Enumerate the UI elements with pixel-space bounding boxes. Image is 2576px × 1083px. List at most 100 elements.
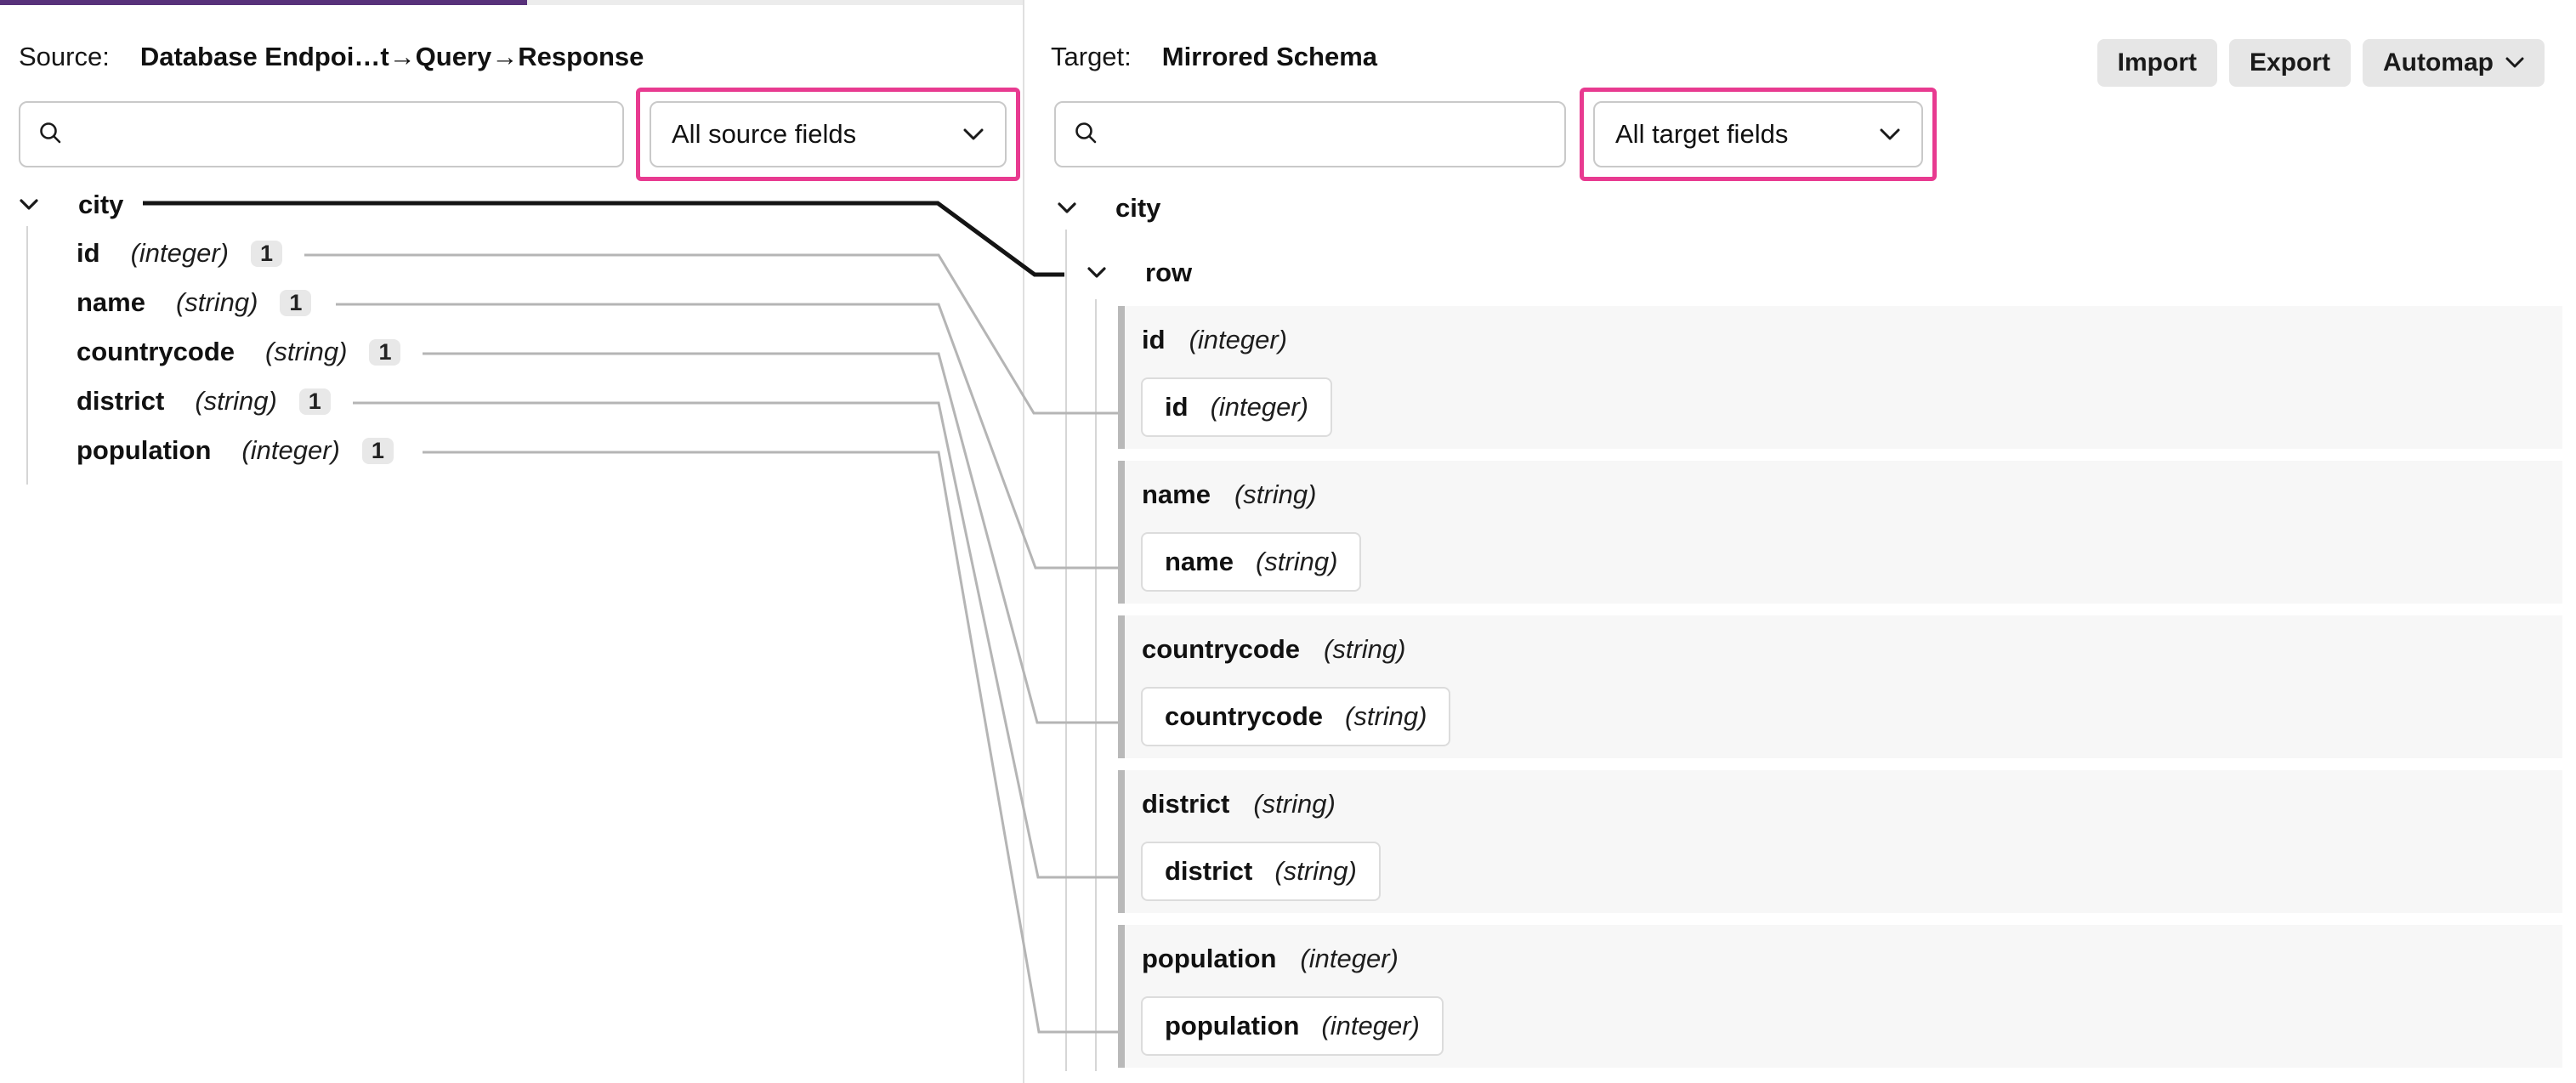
target-schema-title: Mirrored Schema	[1161, 42, 1378, 71]
target-field-header: district (string)	[1142, 787, 1336, 821]
import-button[interactable]: Import	[2097, 39, 2217, 87]
source-field-type: (string)	[175, 287, 258, 317]
target-search-input[interactable]	[1112, 109, 1564, 160]
source-field-row-id[interactable]: id (integer) 1	[77, 235, 282, 271]
source-field-name: district	[77, 386, 165, 416]
import-button-label: Import	[2117, 48, 2197, 77]
chevron-down-icon	[962, 128, 984, 141]
mapping-count-badge: 1	[369, 338, 401, 366]
mapped-field-name: population	[1165, 1011, 1300, 1040]
source-filter-highlight: All source fields	[636, 88, 1020, 181]
target-field-group-id[interactable]: id (integer) id (integer)	[1118, 306, 2562, 449]
mapped-field-name: name	[1165, 547, 1234, 576]
source-field-row-district[interactable]: district (string) 1	[77, 383, 331, 419]
target-field-type: (string)	[1253, 789, 1336, 819]
mapped-source-chip-countrycode[interactable]: countrycode (string)	[1141, 687, 1451, 746]
mapped-field-name: countrycode	[1165, 701, 1324, 731]
source-search-input[interactable]	[77, 109, 622, 160]
chevron-down-icon	[1879, 128, 1901, 141]
source-field-name: population	[77, 435, 212, 465]
accent-progress-track	[527, 0, 1023, 5]
target-field-group-district[interactable]: district (string) district (string)	[1118, 770, 2562, 913]
target-field-header: name(string)	[1142, 478, 1316, 512]
target-root-node[interactable]: city	[1057, 190, 1160, 226]
target-field-group-population[interactable]: population (integer) population (integer)	[1118, 925, 2562, 1068]
automap-button-label: Automap	[2383, 48, 2494, 77]
target-field-name: countrycode	[1142, 634, 1301, 664]
source-label: Source:	[19, 42, 110, 71]
mapping-line-district-district	[353, 401, 1123, 879]
mapping-line-id-id	[304, 253, 1123, 415]
target-field-name: id	[1142, 325, 1166, 354]
target-field-name: district	[1142, 789, 1230, 819]
source-field-type: (integer)	[241, 435, 340, 465]
source-filter-value: All source fields	[672, 119, 857, 149]
target-field-name: population	[1142, 944, 1277, 973]
mapped-field-name: district	[1165, 856, 1253, 886]
target-field-header: countrycode (string)	[1142, 632, 1405, 666]
target-array-node[interactable]: row	[1087, 255, 1192, 291]
target-label: Target:	[1051, 42, 1132, 71]
source-search-box	[19, 101, 624, 167]
export-button-label: Export	[2249, 48, 2330, 77]
source-filter-dropdown[interactable]: All source fields	[650, 101, 1007, 167]
mapped-field-name: id	[1165, 392, 1189, 422]
target-filter-dropdown[interactable]: All target fields	[1593, 101, 1923, 167]
target-root-label: city	[1115, 193, 1161, 223]
toolbar: Import Export Automap	[2097, 39, 2545, 87]
source-field-row-population[interactable]: population (integer) 1	[77, 433, 394, 468]
source-field-type: (integer)	[130, 238, 229, 268]
source-root-label: city	[78, 190, 124, 219]
mapping-count-badge: 1	[361, 437, 394, 464]
mapping-count-badge: 1	[251, 240, 282, 267]
target-field-group-countrycode[interactable]: countrycode (string) countrycode (string)	[1118, 615, 2562, 758]
target-field-type: (string)	[1324, 634, 1406, 664]
target-field-type: (integer)	[1300, 944, 1399, 973]
chevron-down-icon	[2505, 57, 2524, 69]
chevron-down-icon[interactable]	[19, 198, 39, 212]
target-city-guide-line	[1065, 230, 1067, 1071]
source-schema-title: Database Endpoi…t→Query→Response	[139, 42, 644, 71]
mapping-count-badge: 1	[280, 289, 312, 316]
export-button[interactable]: Export	[2228, 39, 2351, 87]
chevron-down-icon[interactable]	[1057, 201, 1077, 215]
mapped-field-type: (string)	[1345, 701, 1427, 731]
source-field-row-name[interactable]: name (string) 1	[77, 285, 312, 320]
source-field-name: countrycode	[77, 337, 235, 366]
source-field-name: id	[77, 238, 100, 268]
automap-button[interactable]: Automap	[2363, 39, 2545, 87]
source-field-type: (string)	[195, 386, 277, 416]
chevron-down-icon[interactable]	[1087, 266, 1107, 280]
target-row-guide-line	[1095, 299, 1097, 1071]
mapped-field-type: (integer)	[1321, 1011, 1420, 1040]
mapped-source-chip-id[interactable]: id (integer)	[1141, 377, 1332, 437]
target-field-header: population (integer)	[1142, 942, 1399, 976]
target-filter-highlight: All target fields	[1580, 88, 1937, 181]
panel-divider	[1023, 0, 1024, 1083]
target-array-label: row	[1145, 258, 1193, 287]
source-root-node[interactable]: city	[19, 187, 123, 223]
target-field-group-name[interactable]: name(string)name(string)	[1118, 461, 2562, 604]
mapping-count-badge: 1	[298, 388, 331, 415]
mapping-line-countrycode-countrycode	[423, 352, 1123, 724]
search-icon	[1073, 120, 1098, 150]
target-field-header: id (integer)	[1142, 323, 1287, 357]
target-search-box	[1054, 101, 1566, 167]
target-field-type: (integer)	[1189, 325, 1287, 354]
source-field-name: name	[77, 287, 145, 317]
target-filter-value: All target fields	[1615, 119, 1789, 149]
target-panel-header: Target: Mirrored Schema	[1051, 37, 1377, 77]
mapping-line-population-population	[423, 451, 1123, 1034]
mapped-field-type: (string)	[1274, 856, 1357, 886]
mapped-source-chip-name[interactable]: name (string)	[1141, 532, 1362, 592]
mapped-source-chip-district[interactable]: district (string)	[1141, 842, 1381, 901]
mapped-field-type: (integer)	[1210, 392, 1308, 422]
search-icon	[37, 120, 63, 150]
source-tree-guide-line	[26, 226, 28, 485]
mapped-source-chip-population[interactable]: population (integer)	[1141, 996, 1444, 1056]
mapping-line-name-name	[336, 303, 1123, 570]
source-field-row-countrycode[interactable]: countrycode(string)1	[77, 334, 401, 370]
mapped-field-type: (string)	[1255, 547, 1338, 576]
accent-progress-bar	[0, 0, 527, 5]
